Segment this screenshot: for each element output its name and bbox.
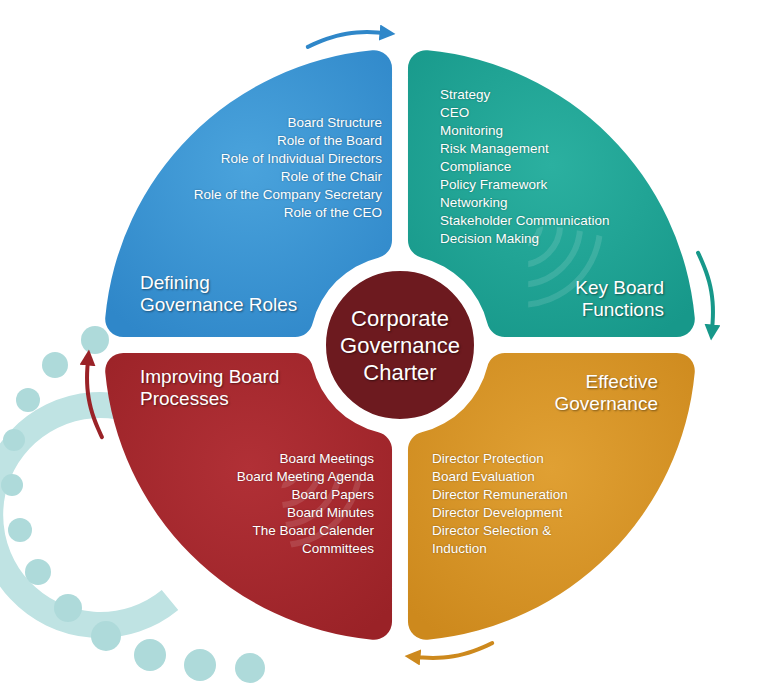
decor-dot: [91, 621, 121, 651]
quadrant-node: Effective GovernanceDirector ProtectionB…: [400, 345, 696, 641]
quadrant-heading: Defining Governance Roles: [140, 272, 310, 316]
list-item: Networking: [440, 194, 670, 212]
item-list: StrategyCEOMonitoringRisk ManagementComp…: [440, 86, 670, 248]
decor-dot: [3, 429, 25, 451]
list-item: Role of Individual Directors: [152, 150, 382, 168]
list-item: Board Evaluation: [432, 468, 592, 486]
list-item: Director Development: [432, 504, 592, 522]
decor-dot: [8, 518, 32, 542]
list-item: Committees: [174, 540, 374, 558]
quadrant-node: Key Board Functions StrategyCEOMonitoring…: [400, 49, 696, 345]
list-item: Role of the CEO: [152, 204, 382, 222]
item-list: Board MeetingsBoard Meeting AgendaBoard …: [174, 450, 374, 558]
decor-dot: [25, 559, 51, 585]
quadrant-heading: Improving Board Processes: [140, 366, 310, 410]
list-item: The Board Calender: [174, 522, 374, 540]
quadrant-node: Improving Board ProcessesBoard MeetingsB…: [104, 345, 400, 641]
list-item: Board Meeting Agenda: [174, 468, 374, 486]
cycle-arrow: [412, 643, 492, 658]
list-item: Monitoring: [440, 122, 670, 140]
list-item: Compliance: [440, 158, 670, 176]
list-item: Board Meetings: [174, 450, 374, 468]
decor-dot: [16, 388, 40, 412]
decor-dot: [1, 474, 23, 496]
list-item: Board Papers: [174, 486, 374, 504]
list-item: Director Remuneration: [432, 486, 592, 504]
decor-dot: [81, 326, 109, 354]
list-item: Stakeholder Communication: [440, 212, 670, 230]
decor-dot: [184, 649, 216, 681]
decor-dot: [54, 594, 82, 622]
quadrant-heading: Effective Governance: [538, 371, 658, 415]
list-item: Director Selection & Induction: [432, 522, 592, 558]
cycle-arrow: [87, 357, 102, 437]
decor-ring: [200, 145, 360, 305]
decor-dot: [42, 352, 68, 378]
charter-title: Corporate Governance Charter: [335, 305, 465, 386]
center-circle-shape: [325, 270, 475, 420]
list-item: CEO: [440, 104, 670, 122]
list-item: Role of the Board: [152, 132, 382, 150]
cycle-arrow: [308, 32, 388, 47]
list-item: Board Structure: [152, 114, 382, 132]
center-node: Corporate Governance Charter: [323, 268, 477, 422]
quadrant-heading: Key Board Functions: [544, 277, 664, 321]
quadrant-shape: [105, 50, 392, 337]
quadrant-shape: [408, 50, 695, 337]
quadrant-node: Defining Governance Roles Board Structure…: [104, 49, 400, 345]
list-item: Policy Framework: [440, 176, 670, 194]
list-item: Board Minutes: [174, 504, 374, 522]
decor-dot: [134, 639, 166, 671]
cycle-arrow: [698, 253, 713, 333]
item-list: Board StructureRole of the BoardRole of …: [152, 114, 382, 222]
item-list: Director ProtectionBoard EvaluationDirec…: [432, 450, 592, 558]
list-item: Role of the Chair: [152, 168, 382, 186]
list-item: Role of the Company Secretary: [152, 186, 382, 204]
quadrant-shape: [105, 353, 392, 640]
list-item: Decision Making: [440, 230, 670, 248]
list-item: Risk Management: [440, 140, 670, 158]
list-item: Strategy: [440, 86, 670, 104]
list-item: Director Protection: [432, 450, 592, 468]
quadrant-shape: [408, 353, 695, 640]
decor-dot: [235, 653, 265, 683]
